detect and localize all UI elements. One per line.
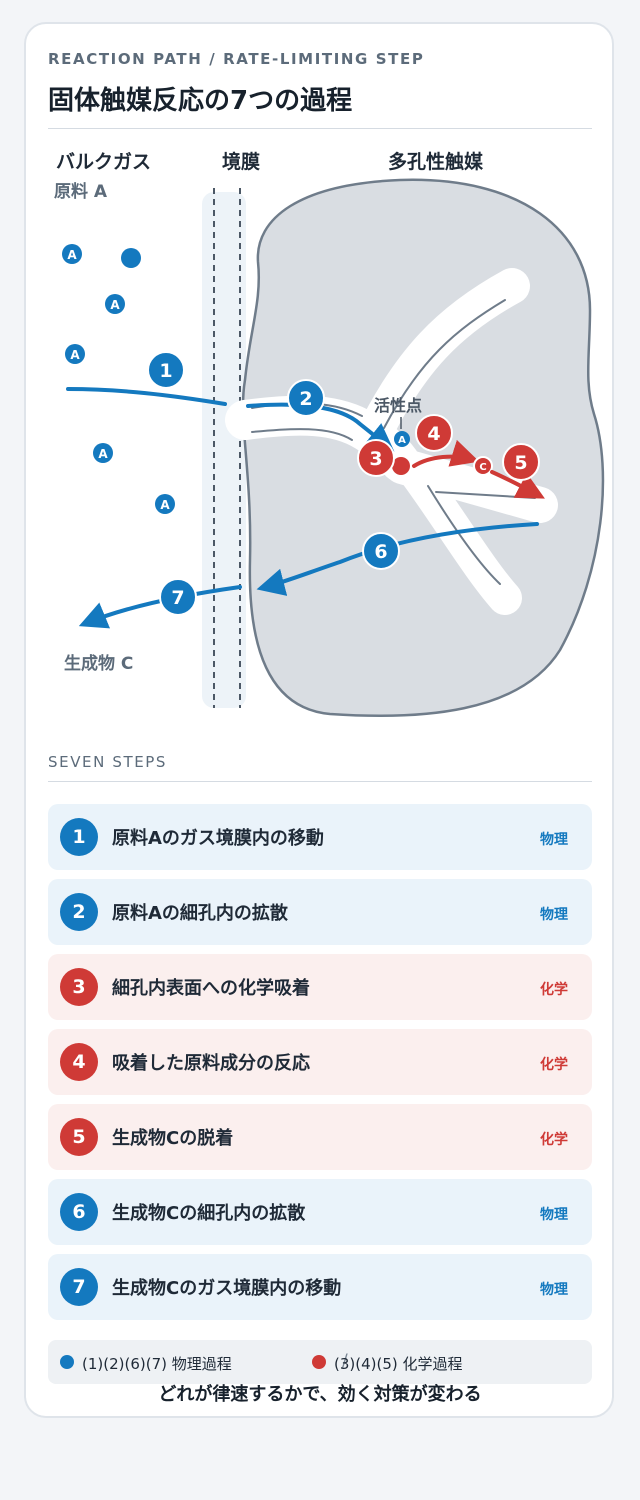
physical-legend-dot bbox=[60, 1355, 74, 1369]
step-card-3: 3 細孔内表面への化学吸着 化学 bbox=[48, 954, 592, 1020]
adsorbed-molecule-a: A bbox=[394, 431, 410, 447]
zone-label-catalyst: 多孔性触媒 bbox=[388, 150, 484, 173]
legend-separator: / bbox=[342, 1351, 348, 1371]
step-label: 生成物Cの細孔内の拡散 bbox=[112, 1203, 306, 1224]
svg-text:A: A bbox=[70, 348, 80, 362]
molecule-a: A bbox=[65, 344, 85, 364]
step-marker-2: 2 bbox=[287, 379, 325, 417]
step-marker-3: 3 bbox=[357, 439, 395, 477]
svg-text:4: 4 bbox=[427, 423, 440, 445]
molecule-dot bbox=[121, 248, 141, 268]
legend: (1)(2)(6)(7) 物理過程 / (3)(4)(5) 化学過程 bbox=[48, 1340, 592, 1384]
step-marker-5: 5 bbox=[502, 443, 540, 481]
svg-text:A: A bbox=[110, 298, 120, 312]
path-step-5 bbox=[490, 470, 545, 499]
svg-text:5: 5 bbox=[514, 452, 527, 474]
step-kind-tag: 物理 bbox=[540, 1207, 568, 1223]
step-label: 原料Aのガス境膜内の移動 bbox=[112, 828, 324, 849]
title-divider bbox=[48, 128, 592, 129]
chemical-legend-label: (3)(4)(5) 化学過程 bbox=[334, 1355, 463, 1373]
active-site-label: 活性点 bbox=[374, 396, 422, 415]
step-label: 原料Aの細孔内の拡散 bbox=[112, 903, 288, 924]
step-label: 生成物Cのガス境膜内の移動 bbox=[112, 1278, 342, 1299]
step-number-badge: 7 bbox=[60, 1268, 98, 1306]
step-card-4: 4 吸着した原料成分の反応 化学 bbox=[48, 1029, 592, 1095]
molecule-c: C bbox=[473, 456, 493, 476]
step-kind-tag: 化学 bbox=[540, 982, 568, 998]
step-kind-tag: 物理 bbox=[540, 832, 568, 848]
step-card-6: 6 生成物Cの細孔内の拡散 物理 bbox=[48, 1179, 592, 1245]
zone-label-film: 境膜 bbox=[222, 150, 260, 173]
step-marker-4: 4 bbox=[415, 414, 453, 452]
step-number-badge: 4 bbox=[60, 1043, 98, 1081]
svg-text:7: 7 bbox=[171, 587, 184, 609]
step-label: 細孔内表面への化学吸着 bbox=[112, 978, 310, 999]
step-number-badge: 1 bbox=[60, 818, 98, 856]
svg-text:C: C bbox=[479, 462, 486, 473]
svg-text:A: A bbox=[398, 435, 406, 446]
step-kind-tag: 化学 bbox=[540, 1132, 568, 1148]
steps-divider bbox=[48, 781, 592, 782]
molecule-a-cluster: A A A A A bbox=[62, 244, 175, 514]
footnote: どれが律速するかで、効く対策が変わる bbox=[158, 1384, 482, 1405]
molecule-a: A bbox=[62, 244, 82, 264]
step-card-7: 7 生成物Cのガス境膜内の移動 物理 bbox=[48, 1254, 592, 1320]
molecule-a: A bbox=[155, 494, 175, 514]
step-kind-tag: 物理 bbox=[540, 1282, 568, 1298]
page-eyebrow: REACTION PATH / RATE-LIMITING STEP bbox=[48, 50, 425, 68]
step-card-5: 5 生成物Cの脱着 化学 bbox=[48, 1104, 592, 1170]
reaction-diagram: バルクガス 境膜 多孔性触媒 原料 A A A A A A 活性点 A C bbox=[54, 150, 605, 718]
molecule-a: A bbox=[93, 443, 113, 463]
pore-channels bbox=[225, 268, 558, 615]
product-label: 生成物 C bbox=[64, 653, 133, 674]
step-card-2: 2 原料Aの細孔内の拡散 物理 bbox=[48, 879, 592, 945]
step-number-badge: 2 bbox=[60, 893, 98, 931]
step-marker-1: 1 bbox=[147, 351, 185, 389]
step-marker-7: 7 bbox=[159, 578, 197, 616]
chemical-legend-dot bbox=[312, 1355, 326, 1369]
page-title: 固体触媒反応の7つの過程 bbox=[48, 86, 353, 116]
svg-text:A: A bbox=[98, 447, 108, 461]
step-label: 生成物Cの脱着 bbox=[112, 1128, 234, 1149]
svg-text:2: 2 bbox=[299, 388, 312, 410]
physical-legend-label: (1)(2)(6)(7) 物理過程 bbox=[82, 1355, 232, 1373]
path-step-1 bbox=[66, 387, 227, 406]
zone-label-bulk: バルクガス bbox=[56, 151, 151, 173]
svg-text:6: 6 bbox=[374, 541, 387, 563]
step-number-badge: 3 bbox=[60, 968, 98, 1006]
step-card-1: 1 原料Aのガス境膜内の移動 物理 bbox=[48, 804, 592, 870]
molecule-a: A bbox=[105, 294, 125, 314]
svg-text:1: 1 bbox=[159, 360, 172, 382]
path-step-4 bbox=[412, 439, 480, 468]
step-label: 吸着した原料成分の反応 bbox=[112, 1053, 310, 1074]
svg-text:A: A bbox=[160, 498, 170, 512]
step-number-badge: 6 bbox=[60, 1193, 98, 1231]
svg-text:3: 3 bbox=[369, 448, 382, 470]
step-kind-tag: 物理 bbox=[540, 907, 568, 923]
svg-text:A: A bbox=[67, 248, 77, 262]
step-marker-6: 6 bbox=[362, 532, 400, 570]
steps-section-title: SEVEN STEPS bbox=[48, 753, 168, 771]
feed-label: 原料 A bbox=[54, 181, 108, 202]
active-site-dot bbox=[392, 457, 410, 475]
step-number-badge: 5 bbox=[60, 1118, 98, 1156]
step-kind-tag: 化学 bbox=[540, 1057, 568, 1073]
path-step-6 bbox=[256, 522, 539, 596]
